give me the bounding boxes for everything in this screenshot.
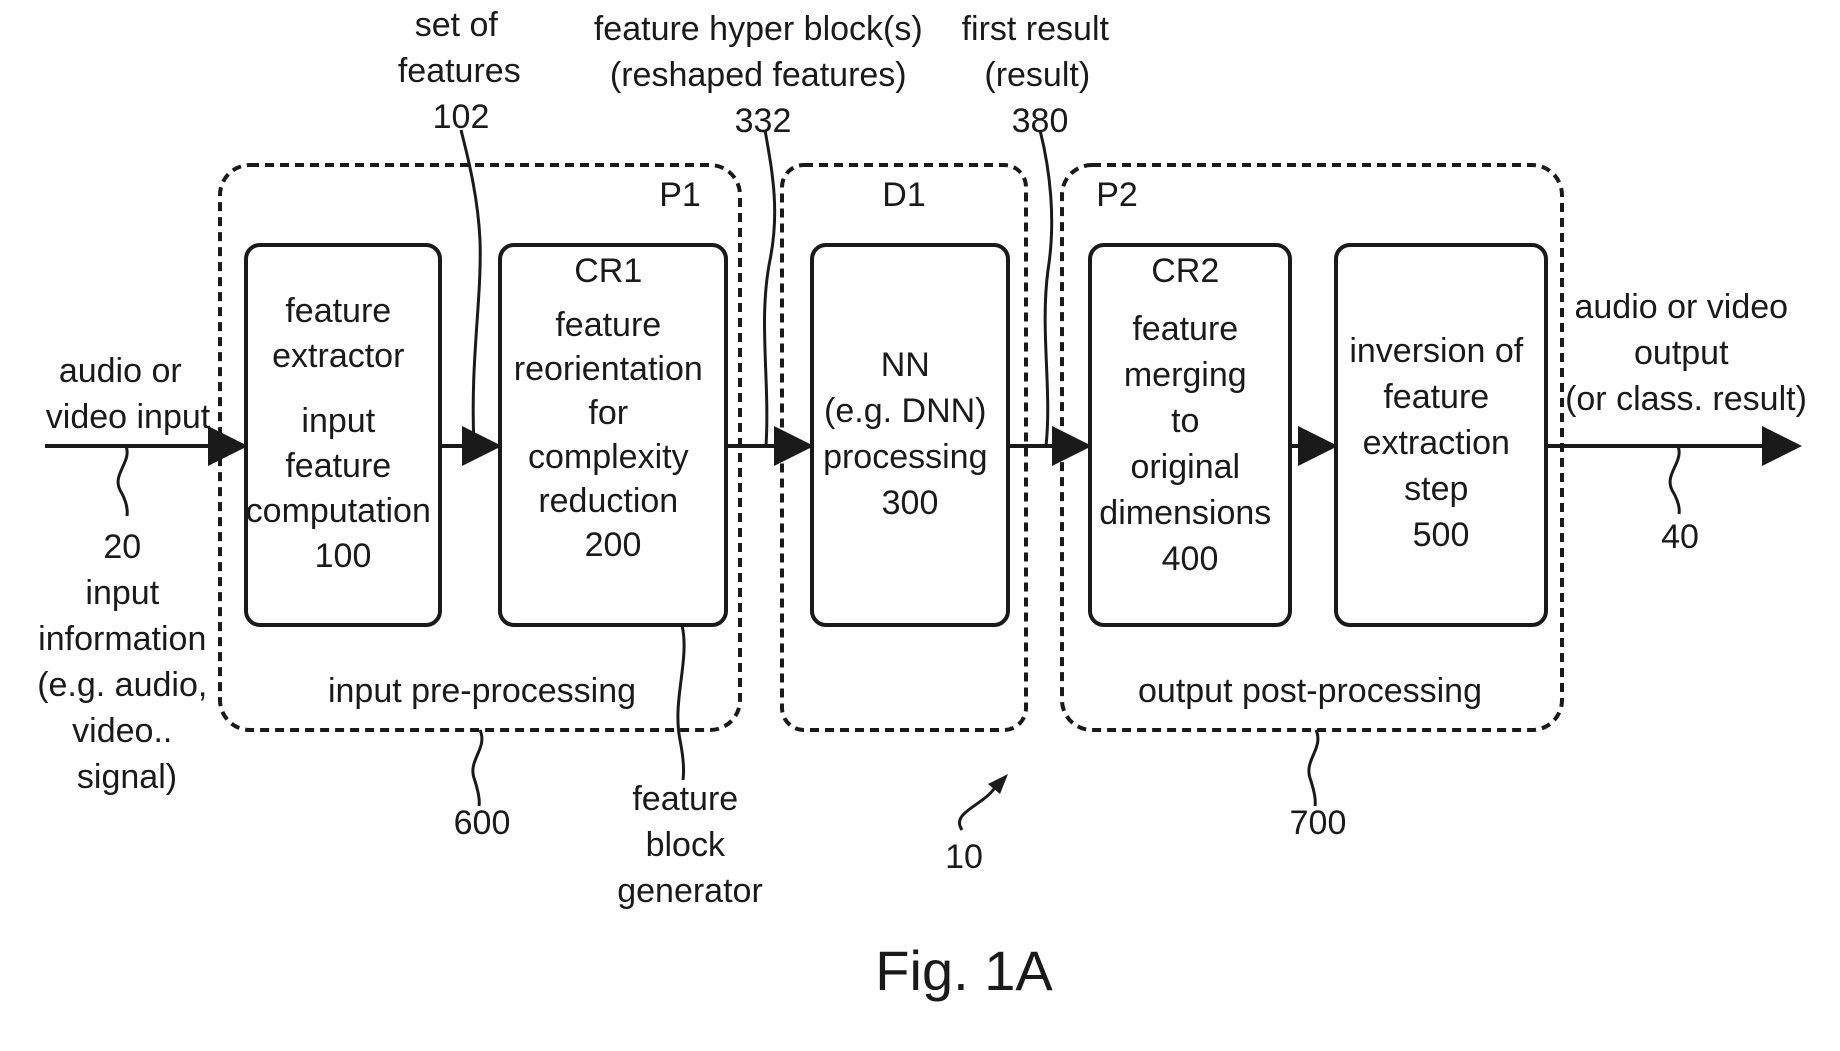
leader-332 (765, 130, 775, 446)
ref-40: 40 (1661, 518, 1699, 556)
figure-caption: Fig. 1A (875, 939, 1053, 1002)
group-p1-tag: P1 (659, 176, 701, 214)
label-first-result: first result (result) 380 (962, 10, 1119, 140)
label-set-of-features: set of features 102 (398, 6, 530, 136)
leader-102 (461, 130, 480, 446)
group-p2-label: output post-processing (1138, 672, 1482, 710)
group-p1-label: input pre-processing (328, 672, 636, 710)
leader-feature-block-generator (678, 625, 684, 780)
label-input-information: 20 input information (e.g. audio, video.… (37, 528, 217, 796)
block-400-text: CR2 feature merging to original dimensio… (1099, 252, 1280, 578)
block-300-box (812, 245, 1008, 625)
group-d1-tag: D1 (882, 176, 925, 214)
ref-700: 700 (1290, 804, 1347, 842)
label-input: audio or video input (46, 352, 211, 436)
label-feature-hyper-block: feature hyper block(s) (reshaped feature… (594, 10, 932, 140)
label-feature-block-generator: feature block generator (617, 780, 763, 910)
ref-600: 600 (454, 804, 511, 842)
leader-10 (959, 786, 996, 830)
leader-380 (1040, 130, 1052, 446)
block-300-text: NN (e.g. DNN) processing 300 (823, 346, 997, 522)
block-500-text: inversion of feature extraction step 500 (1349, 332, 1532, 554)
block-200-text: CR1 feature reorientation for complexity… (514, 252, 712, 564)
block-200-box (500, 245, 726, 625)
leader-40 (1670, 446, 1679, 514)
group-p2-tag: P2 (1096, 176, 1138, 214)
ref-10: 10 (945, 838, 983, 876)
leader-700 (1309, 730, 1318, 806)
block-100-text: feature extractor input feature computat… (246, 292, 441, 575)
label-output: audio or video output (or class. result) (1565, 288, 1807, 418)
leader-600 (473, 730, 482, 806)
leader-20 (118, 446, 127, 516)
